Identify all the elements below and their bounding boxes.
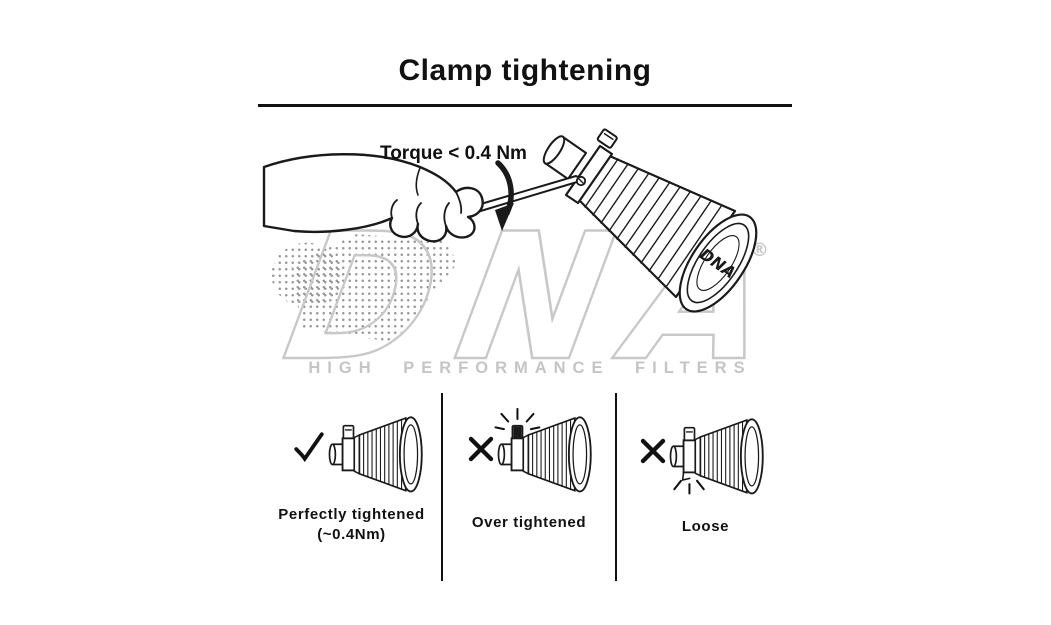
panel-over-tightened: Over tightened [441,393,617,581]
torque-label: Torque < 0.4 Nm [380,143,527,164]
filter-cap: DNA [678,213,758,313]
title-underline [258,104,792,107]
main-illustration: DNA [262,128,758,313]
filter-illustration-perfect [328,416,423,493]
panel-caption: Over tightened [443,513,615,533]
caption-line-1: Over tightened [471,514,587,531]
filter-pleats [584,158,723,288]
burst-lines-bottom [673,479,705,495]
emphasized-screw [513,426,522,438]
caption-line-1: Perfectly tightened [278,506,425,523]
halftone-shading-small [271,242,343,308]
hand [262,153,484,243]
caption-line-2: (~0.4Nm) [317,526,386,543]
panel-caption: Perfectly tightened (~0.4Nm) [262,505,441,545]
air-filter: DNA [542,128,758,313]
page-title: Clamp tightening [398,54,652,87]
loose-strap [681,472,691,481]
rotation-arrow-icon [495,160,514,231]
filter-illustration-over [494,407,592,493]
panel-caption: Loose [617,517,794,537]
cross-icon [640,438,666,464]
watermark-tagline: HIGH PERFORMANCE FILTERS [308,359,752,377]
comparison-panels: Perfectly tightened (~0.4Nm) Ov [262,393,794,581]
cross-icon [468,436,494,462]
burst-lines-top [494,407,541,431]
check-icon [294,432,324,463]
filter-illustration-loose [669,418,764,495]
panel-perfectly-tightened: Perfectly tightened (~0.4Nm) [262,393,441,581]
panel-loose: Loose [617,393,794,581]
caption-line-1: Loose [681,518,730,535]
clamp-screw-housing [596,128,618,149]
